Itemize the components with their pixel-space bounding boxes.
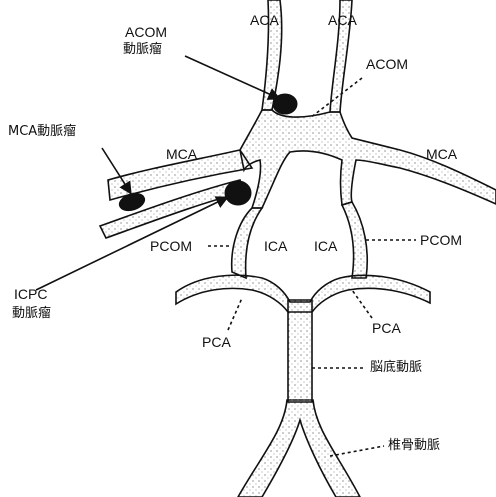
label-mca-left: MCA: [166, 146, 197, 162]
label-acom-aneurysm-1: ACOM: [125, 24, 167, 40]
icpc-aneurysm-pointer: [36, 198, 226, 290]
acom-aneurysm-pointer: [185, 56, 278, 98]
label-vertebral-artery: 椎骨動脈: [388, 438, 440, 454]
label-aca-left: ACA: [250, 12, 279, 28]
label-aca-right: ACA: [328, 12, 357, 28]
label-mca-right: MCA: [426, 146, 457, 162]
label-basilar-artery: 脳底動脈: [370, 360, 422, 376]
label-acom-aneurysm-2: 動脈瘤: [123, 42, 162, 58]
label-pca-right: PCA: [372, 320, 401, 336]
label-ica-right: ICA: [314, 238, 337, 254]
label-icpc-aneurysm-2: 動脈瘤: [12, 306, 51, 322]
vertebral-pointer: [330, 446, 384, 456]
posterior-communicating-ring: [176, 202, 430, 312]
label-ica-left: ICA: [264, 238, 287, 254]
basilar-artery: [288, 300, 312, 402]
pca-left-pointer: [228, 298, 242, 330]
label-pcom-left: PCOM: [150, 238, 192, 254]
label-mca-aneurysm: MCA動脈瘤: [8, 124, 76, 140]
label-pca-left: PCA: [202, 334, 231, 350]
pca-right-pointer: [352, 290, 372, 318]
label-icpc-aneurysm-1: ICPC: [14, 286, 47, 302]
icpc-aneurysm-shape: [225, 181, 251, 205]
vertebral-arteries: [238, 400, 360, 497]
label-acom: ACOM: [366, 56, 408, 72]
label-pcom-right: PCOM: [420, 232, 462, 248]
